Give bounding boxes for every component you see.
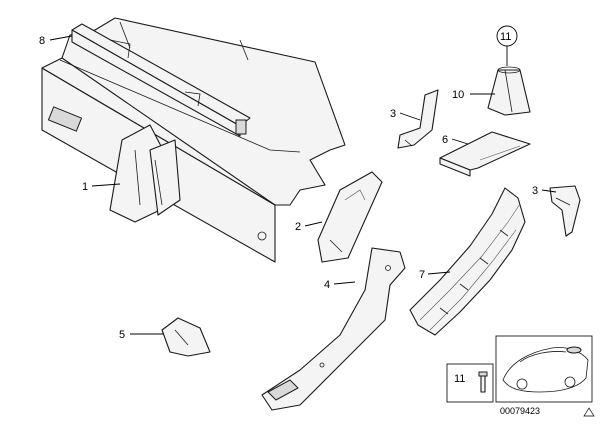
callout-11-inset: 11 [454, 373, 465, 385]
diagram-number: 00079423 [500, 406, 540, 416]
inset-frame [446, 335, 593, 403]
car-thumbnail [502, 346, 589, 393]
bracket-3-upper-part [397, 89, 439, 149]
callout-7: 7 [419, 269, 425, 281]
callout-4: 4 [324, 279, 330, 291]
strut-4-part [261, 247, 406, 411]
grommet-10-part [487, 66, 531, 116]
callout-2: 2 [295, 221, 301, 233]
callout-10: 10 [452, 89, 464, 101]
callout-11-circle [496, 25, 518, 47]
callout-8: 8 [39, 35, 45, 47]
support-bracket-part [109, 124, 181, 223]
leader-lines [49, 35, 557, 335]
beam-7-part [409, 187, 526, 336]
bracket-2-part [317, 171, 383, 263]
bracket-3-right-part [549, 185, 581, 237]
bracket-5-part [161, 317, 211, 357]
callout-1: 1 [82, 181, 88, 193]
callout-5: 5 [119, 329, 125, 341]
plate-6-part [439, 131, 531, 177]
callout-3-upper: 3 [390, 108, 396, 120]
cross-member-part [71, 23, 251, 137]
rivet-11-part [478, 371, 488, 393]
callout-11-circle-label: 11 [500, 31, 511, 43]
callout-3-right: 3 [532, 185, 538, 197]
callout-6: 6 [442, 134, 448, 146]
triangle-icon [583, 407, 595, 417]
